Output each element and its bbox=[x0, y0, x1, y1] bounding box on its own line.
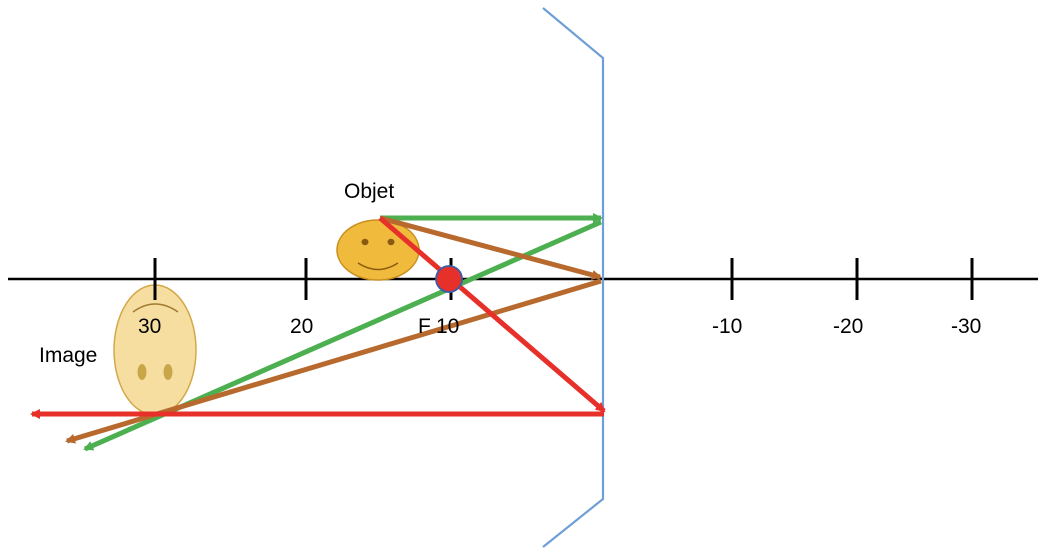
concave-mirror bbox=[542, 7, 605, 548]
image-face-icon bbox=[113, 284, 197, 416]
red-ray-incident bbox=[378, 216, 606, 413]
tick-label-10: 10 bbox=[436, 315, 459, 338]
focal-label: F bbox=[418, 315, 431, 338]
tick-label-minus-10: -10 bbox=[712, 315, 742, 338]
focal-point-marker bbox=[435, 265, 463, 293]
tick-label-30: 30 bbox=[138, 315, 161, 338]
brown-ray-incident bbox=[379, 215, 602, 280]
object-face-icon bbox=[336, 219, 420, 281]
image-label: Image bbox=[39, 344, 97, 367]
tick-label-20: 20 bbox=[290, 315, 313, 338]
tick-label-minus-30: -30 bbox=[951, 315, 981, 338]
tick-label-minus-20: -20 bbox=[833, 315, 863, 338]
object-label: Objet bbox=[344, 180, 394, 203]
